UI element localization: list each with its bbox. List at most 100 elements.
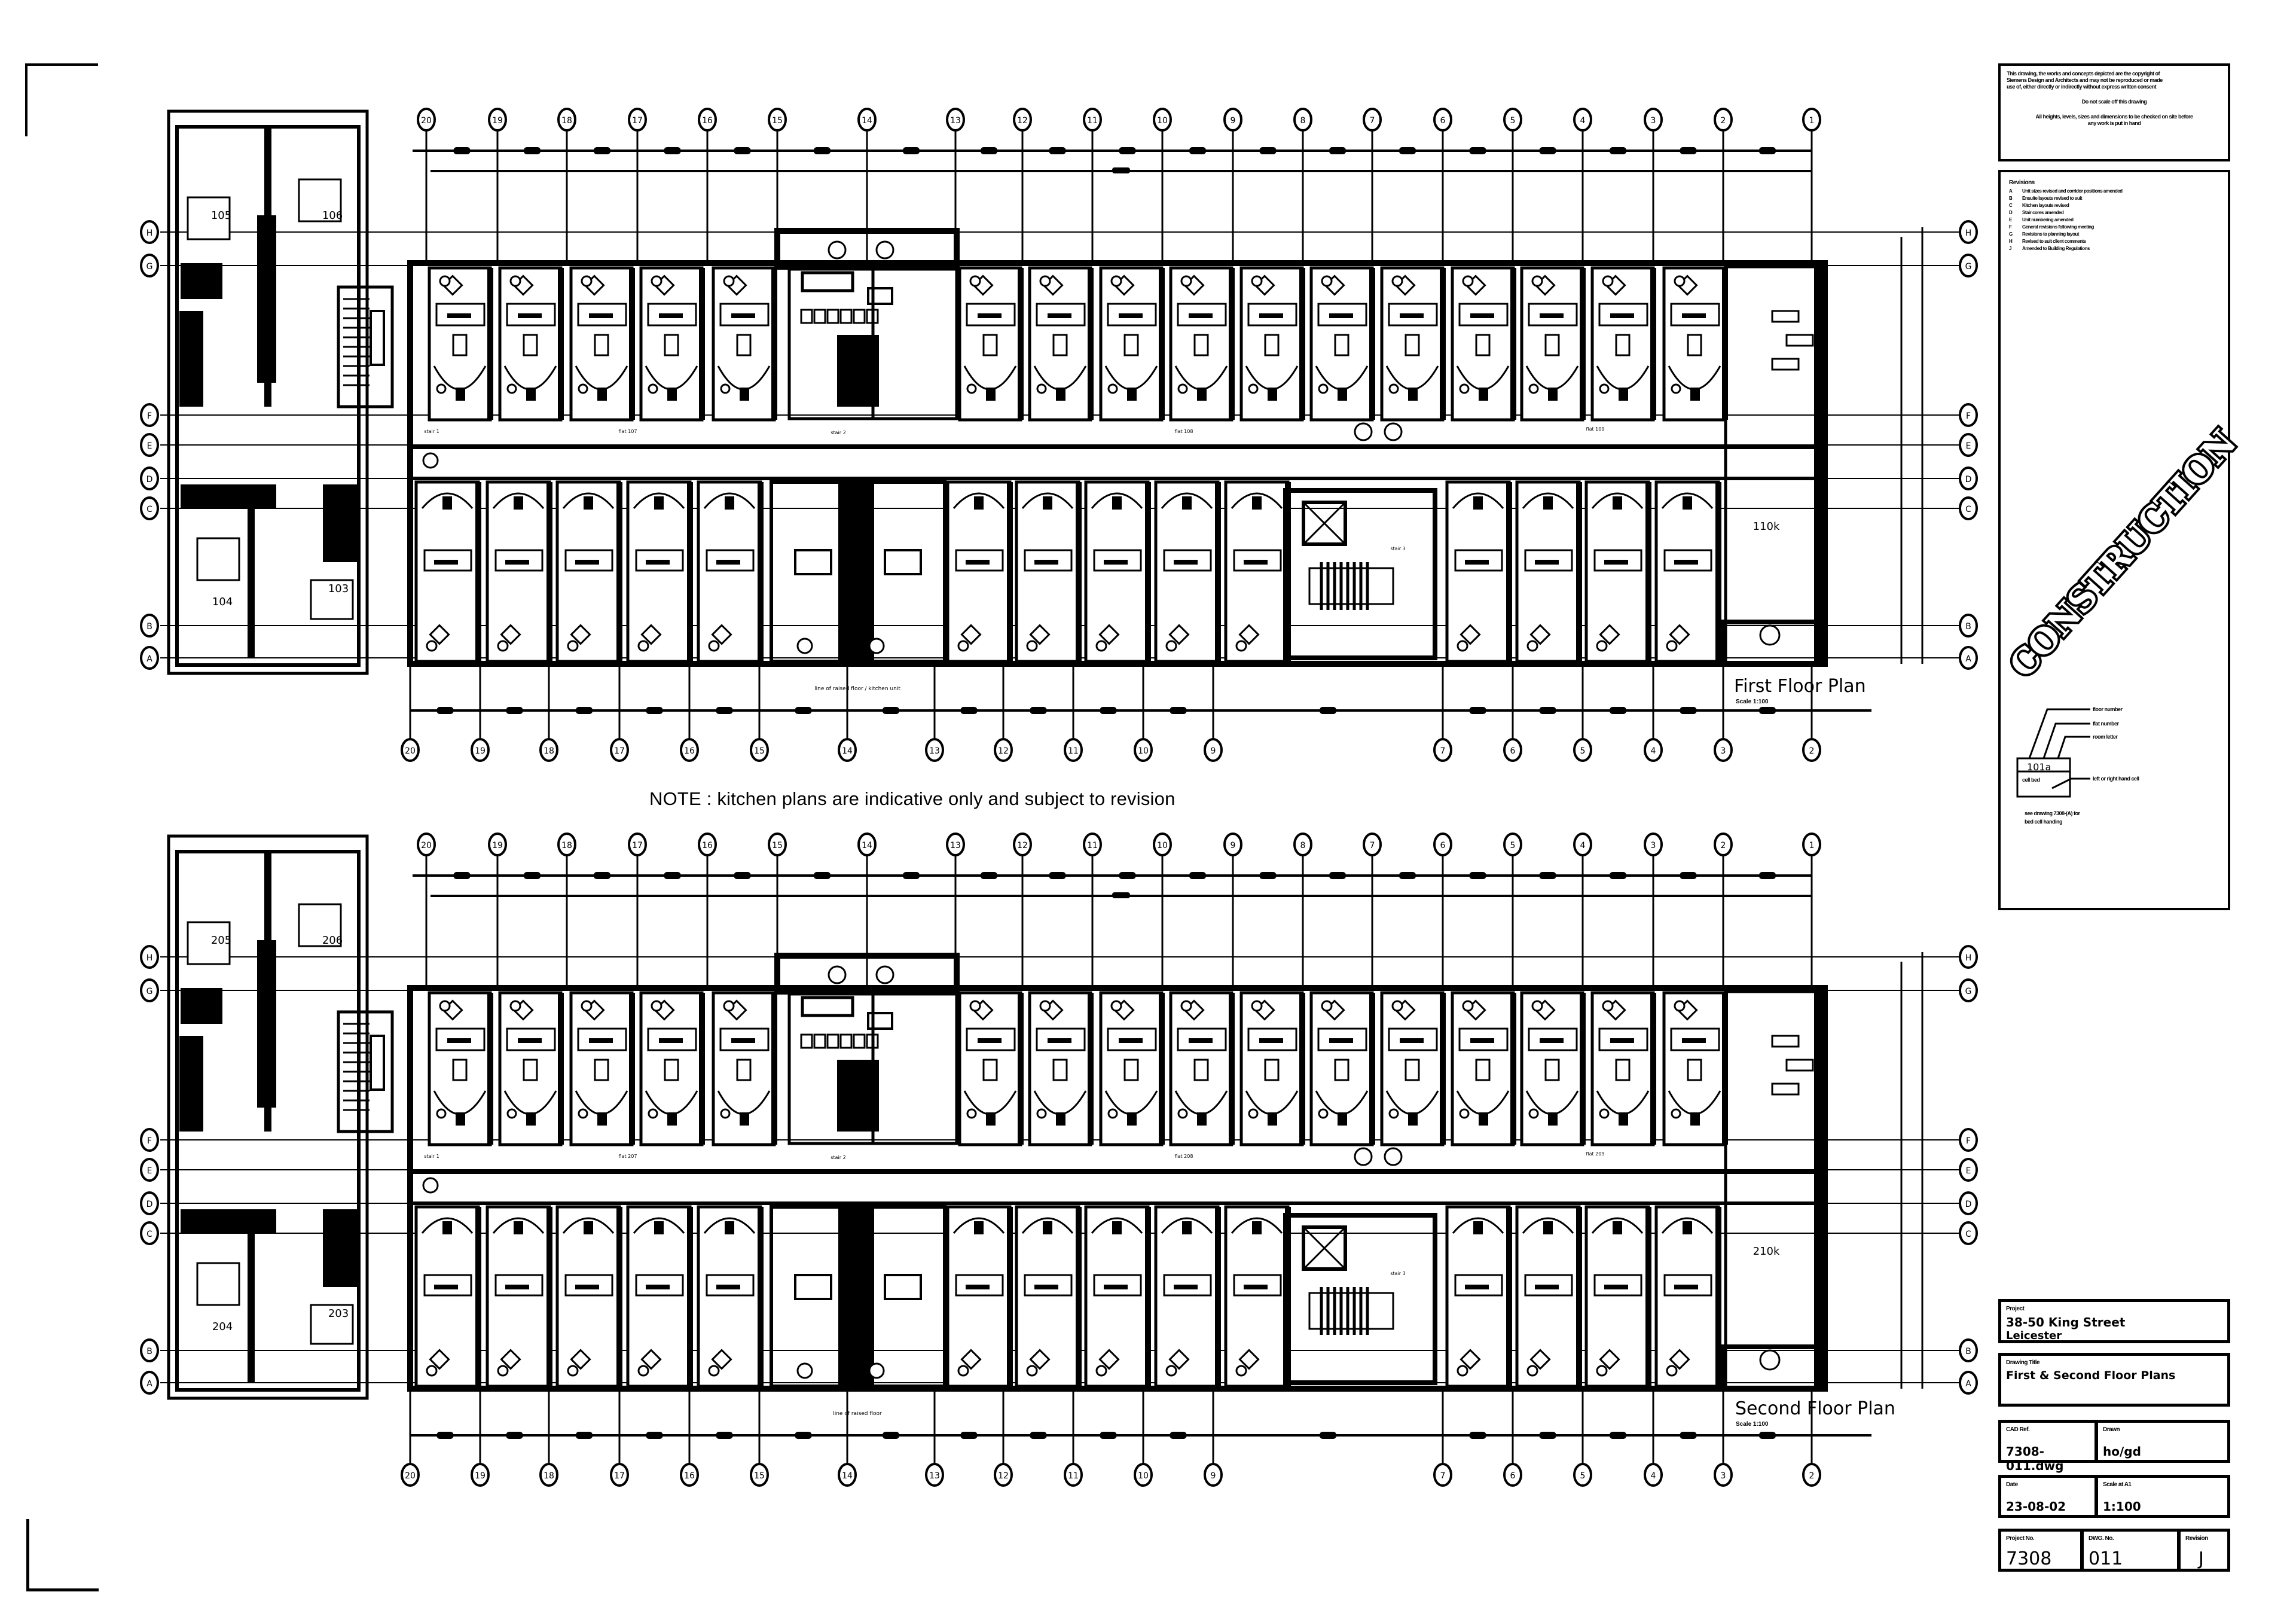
ensuite-block <box>179 1036 203 1132</box>
bed <box>435 303 486 327</box>
dimension-tick <box>1469 147 1486 154</box>
kitchen-unit <box>794 549 832 575</box>
bed <box>310 1304 354 1345</box>
room-label-left-block: 205 <box>211 934 231 947</box>
room-label-left-block: 104 <box>212 596 233 608</box>
hob <box>801 996 854 1017</box>
legend-example-unit: 101a <box>2027 761 2051 773</box>
upper-cell-unit <box>1590 991 1656 1146</box>
first-floor-plan-title: First Floor Plan <box>1734 676 1866 697</box>
grid-bubble-top <box>698 832 717 856</box>
grid-bubble-right <box>1959 466 1978 490</box>
grid-bubble-bottom <box>1802 738 1821 762</box>
grid-bubble-label: G <box>1965 987 1972 996</box>
grid-bubble-bottom <box>1064 738 1083 762</box>
lamp <box>1165 640 1177 652</box>
chair <box>1238 624 1260 645</box>
basin <box>1056 1112 1065 1126</box>
grid-bubble-bottom <box>1644 738 1663 762</box>
drawing-title-label: Drawing Title <box>2006 1359 2040 1366</box>
basin <box>1683 1221 1692 1234</box>
basin <box>597 388 607 401</box>
wardrobe <box>1334 334 1349 356</box>
lamp <box>509 1000 521 1012</box>
grid-bubble-left <box>140 433 159 457</box>
dimension-tick <box>1759 147 1776 154</box>
stair-label: stair 1 <box>424 1154 439 1159</box>
dimension-tick <box>576 1432 593 1439</box>
grid-bubble-left <box>140 254 159 277</box>
grid-bubble-bottom <box>994 738 1013 762</box>
first-floor-scale-tag: Scale 1:100 <box>1736 699 1769 705</box>
upper-cell-unit <box>1590 266 1656 422</box>
grid-bubble-label: 12 <box>1017 841 1028 850</box>
bed-pillow <box>589 1038 613 1043</box>
wc <box>1599 383 1610 394</box>
bed-pillow <box>1119 1038 1143 1043</box>
bed-pillow <box>1048 1038 1071 1043</box>
grid-bubble-right <box>1959 978 1978 1002</box>
grid-bubble-right <box>1959 614 1978 638</box>
bed <box>577 1027 627 1051</box>
lower-cell-unit <box>486 480 552 663</box>
grid-bubble-label: 10 <box>1138 1471 1149 1481</box>
bed-pillow <box>1329 1038 1353 1043</box>
grid-bubble-top <box>1083 832 1102 856</box>
stair-core-lower <box>838 482 874 661</box>
table <box>875 240 894 260</box>
basin <box>597 1112 607 1126</box>
basin <box>1252 1221 1262 1234</box>
wc <box>966 1108 977 1119</box>
lamp <box>1251 1000 1263 1012</box>
wc <box>1528 1108 1539 1119</box>
table <box>868 638 885 654</box>
basin <box>1690 388 1700 401</box>
grid-bubble-bottom <box>1433 1463 1452 1487</box>
bed <box>1233 549 1282 572</box>
grid-bubble-bottom <box>925 738 944 762</box>
grid-bubble-label: A <box>1965 654 1971 664</box>
bed-pillow <box>1189 1038 1213 1043</box>
lamp <box>567 640 579 652</box>
cell-outline <box>486 1205 551 1388</box>
chair <box>1168 624 1190 645</box>
revision-label: Revision <box>2185 1535 2208 1542</box>
stair-label: stair 2 <box>831 1155 845 1160</box>
dimension-tick <box>1112 892 1130 898</box>
kitchen-unit <box>884 549 922 575</box>
kitchen-2 <box>871 267 958 420</box>
kitchen-unit <box>866 1033 879 1049</box>
corner-fixture <box>1759 624 1781 646</box>
wardrobe <box>1264 334 1280 356</box>
grid-bubble-label: 4 <box>1651 746 1656 756</box>
basin <box>1473 1221 1483 1234</box>
grid-bubble-label: 13 <box>950 116 961 126</box>
grid-bubble-label: 19 <box>475 746 486 756</box>
upper-cell-unit <box>958 991 1024 1146</box>
ensuite-door <box>1091 1217 1143 1234</box>
dimension-tick <box>883 1432 899 1439</box>
bed-pillow <box>1465 560 1489 565</box>
kitchen-unit <box>839 1033 853 1049</box>
grid-bubble-bottom <box>610 738 629 762</box>
wc <box>1671 1108 1681 1119</box>
stair-1 <box>337 1010 394 1133</box>
sink <box>867 287 893 305</box>
bed <box>1528 303 1578 327</box>
stair-well <box>1308 1292 1394 1330</box>
chair <box>429 1349 450 1370</box>
bed <box>706 1274 755 1297</box>
bed <box>1663 549 1712 572</box>
wardrobe <box>1123 334 1139 356</box>
wardrobe <box>452 1059 468 1081</box>
stair-label: stair 1 <box>424 429 439 434</box>
lamp <box>651 275 662 287</box>
grid-bubble-left <box>140 1371 159 1395</box>
stair-well <box>370 310 385 366</box>
grid-bubble-label: C <box>1965 505 1971 514</box>
dimension-tick <box>453 147 471 154</box>
basin <box>1197 1112 1207 1126</box>
wardrobe <box>1193 1059 1209 1081</box>
lamp <box>1666 640 1678 652</box>
grid-bubble-bottom <box>750 738 769 762</box>
